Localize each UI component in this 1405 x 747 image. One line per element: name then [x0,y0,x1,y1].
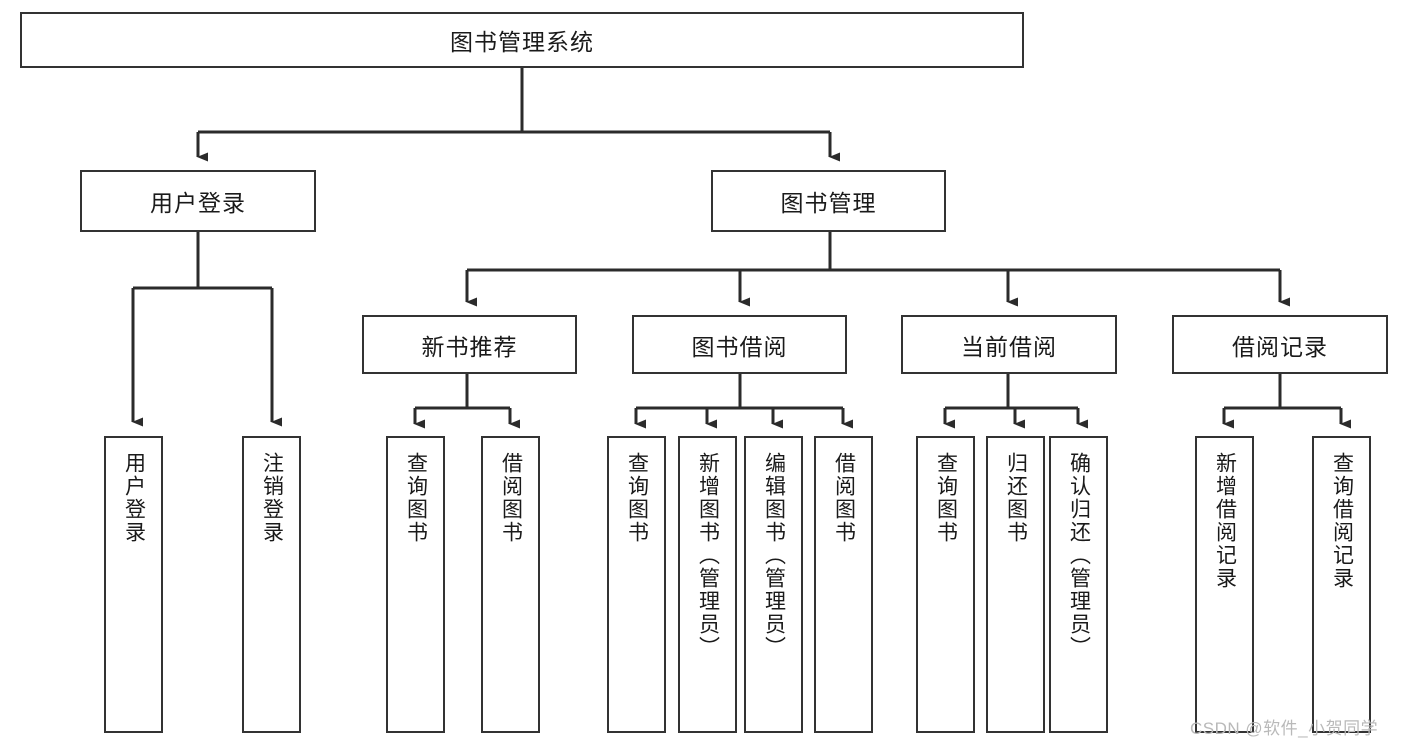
node-leaf-add-borrow-record-label: 新增借阅记录 [1213,452,1237,590]
node-leaf-user-logout-label: 注销登录 [260,452,284,544]
node-user-login-label: 用户登录 [150,190,246,216]
node-leaf-query-book-3[interactable]: 查询图书 [916,436,975,733]
node-leaf-add-borrow-record[interactable]: 新增借阅记录 [1195,436,1254,733]
node-leaf-query-book-3-label: 查询图书 [934,452,958,544]
node-borrow-record-label: 借阅记录 [1232,333,1328,360]
node-leaf-user-login[interactable]: 用户登录 [104,436,163,733]
node-new-book-recommend[interactable]: 新书推荐 [362,315,577,374]
node-leaf-edit-book-admin-label: 编辑图书（管理员） [762,452,786,659]
node-leaf-query-book-2-label: 查询图书 [625,452,649,544]
node-leaf-query-borrow-record-label: 查询借阅记录 [1330,452,1354,590]
node-new-book-recommend-label: 新书推荐 [421,333,518,360]
node-current-borrow[interactable]: 当前借阅 [901,315,1117,374]
node-leaf-confirm-return-admin[interactable]: 确认归还（管理员） [1049,436,1108,733]
node-leaf-query-book-1[interactable]: 查询图书 [386,436,445,733]
node-leaf-borrow-book-1[interactable]: 借阅图书 [481,436,540,733]
node-leaf-add-book-admin-label: 新增图书（管理员） [696,452,720,659]
node-borrow-record[interactable]: 借阅记录 [1172,315,1388,374]
node-leaf-borrow-book-1-label: 借阅图书 [499,452,523,544]
node-leaf-user-login-label: 用户登录 [122,452,146,544]
node-current-borrow-label: 当前借阅 [961,333,1057,360]
node-leaf-query-borrow-record[interactable]: 查询借阅记录 [1312,436,1371,733]
node-leaf-edit-book-admin[interactable]: 编辑图书（管理员） [744,436,803,733]
node-leaf-query-book-1-label: 查询图书 [404,452,428,544]
node-root-label: 图书管理系统 [450,29,594,55]
node-book-manage-label: 图书管理 [780,190,877,216]
node-leaf-user-logout[interactable]: 注销登录 [242,436,301,733]
node-book-borrow[interactable]: 图书借阅 [632,315,847,374]
node-leaf-query-book-2[interactable]: 查询图书 [607,436,666,733]
node-leaf-borrow-book-2-label: 借阅图书 [832,452,856,544]
node-leaf-add-book-admin[interactable]: 新增图书（管理员） [678,436,737,733]
node-book-manage[interactable]: 图书管理 [711,170,946,232]
node-user-login[interactable]: 用户登录 [80,170,316,232]
node-leaf-borrow-book-2[interactable]: 借阅图书 [814,436,873,733]
node-book-borrow-label: 图书借阅 [691,333,788,360]
node-leaf-return-book[interactable]: 归还图书 [986,436,1045,733]
node-leaf-confirm-return-admin-label: 确认归还（管理员） [1067,452,1091,659]
node-root[interactable]: 图书管理系统 [20,12,1024,68]
node-leaf-return-book-label: 归还图书 [1004,452,1028,544]
csdn-watermark: CSDN @软件_小贺同学 [1190,719,1379,738]
